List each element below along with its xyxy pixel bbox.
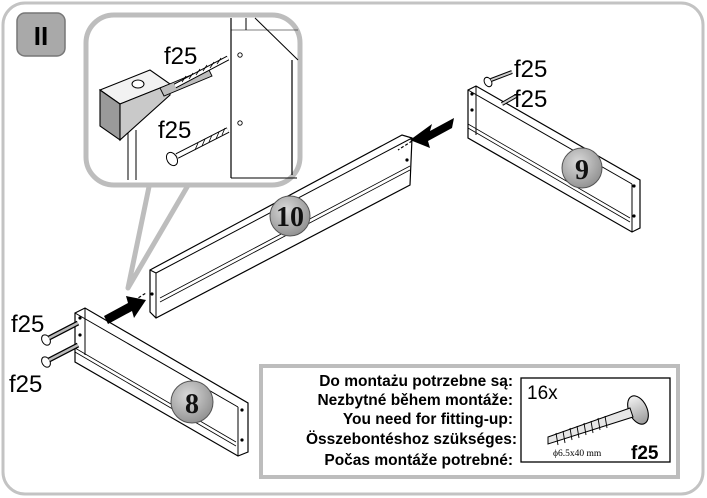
zoom-callout: f25 f25 (83, 12, 303, 291)
note-line-slovak: Počas montáže potrebné: (324, 452, 513, 469)
step-badge: II (16, 12, 66, 57)
part-9-badge: 9 (561, 147, 603, 189)
arrow-icon (397, 118, 454, 151)
screw-icon (547, 395, 649, 446)
screw-icon (41, 320, 80, 346)
arrow-icon (104, 292, 147, 324)
step-label: II (34, 21, 48, 51)
part-8-badge: 8 (170, 380, 214, 424)
hardware-note-box: Do montażu potrzebne są: Nezbytné během … (259, 364, 680, 479)
note-line-hungarian: Összebontéshoz szükséges: (306, 431, 517, 448)
screw-icon (41, 342, 80, 368)
zoom-top-f25-label: f25 (164, 43, 197, 70)
zoom-bottom-f25-label: f25 (158, 117, 191, 144)
screw-icon (173, 55, 230, 89)
screw-icon (483, 70, 513, 88)
left-top-f25-label: f25 (11, 311, 44, 338)
part-10-badge: 10 (269, 195, 311, 237)
panel-8: 8 (74, 307, 249, 457)
note-line-polish: Do montażu potrzebne są: (319, 373, 513, 390)
screw-icon (501, 94, 517, 106)
right-bottom-f25-label: f25 (514, 86, 547, 113)
part-10-number: 10 (276, 202, 304, 233)
part-9-number: 9 (575, 155, 589, 186)
right-top-f25-label: f25 (514, 56, 547, 83)
note-line-czech: Nezbytné během montáže: (317, 392, 513, 409)
hardware-code: f25 (631, 443, 659, 464)
note-line-english: You need for fitting-up: (343, 411, 513, 428)
hardware-dimension: ϕ6.5x40 mm (553, 449, 602, 459)
panel-9: 9 (467, 85, 641, 233)
screw-icon (165, 127, 230, 167)
panel-10: 10 (149, 134, 413, 319)
hardware-quantity: 16x (527, 383, 558, 404)
left-bottom-f25-label: f25 (9, 371, 42, 398)
part-8-number: 8 (185, 389, 199, 420)
